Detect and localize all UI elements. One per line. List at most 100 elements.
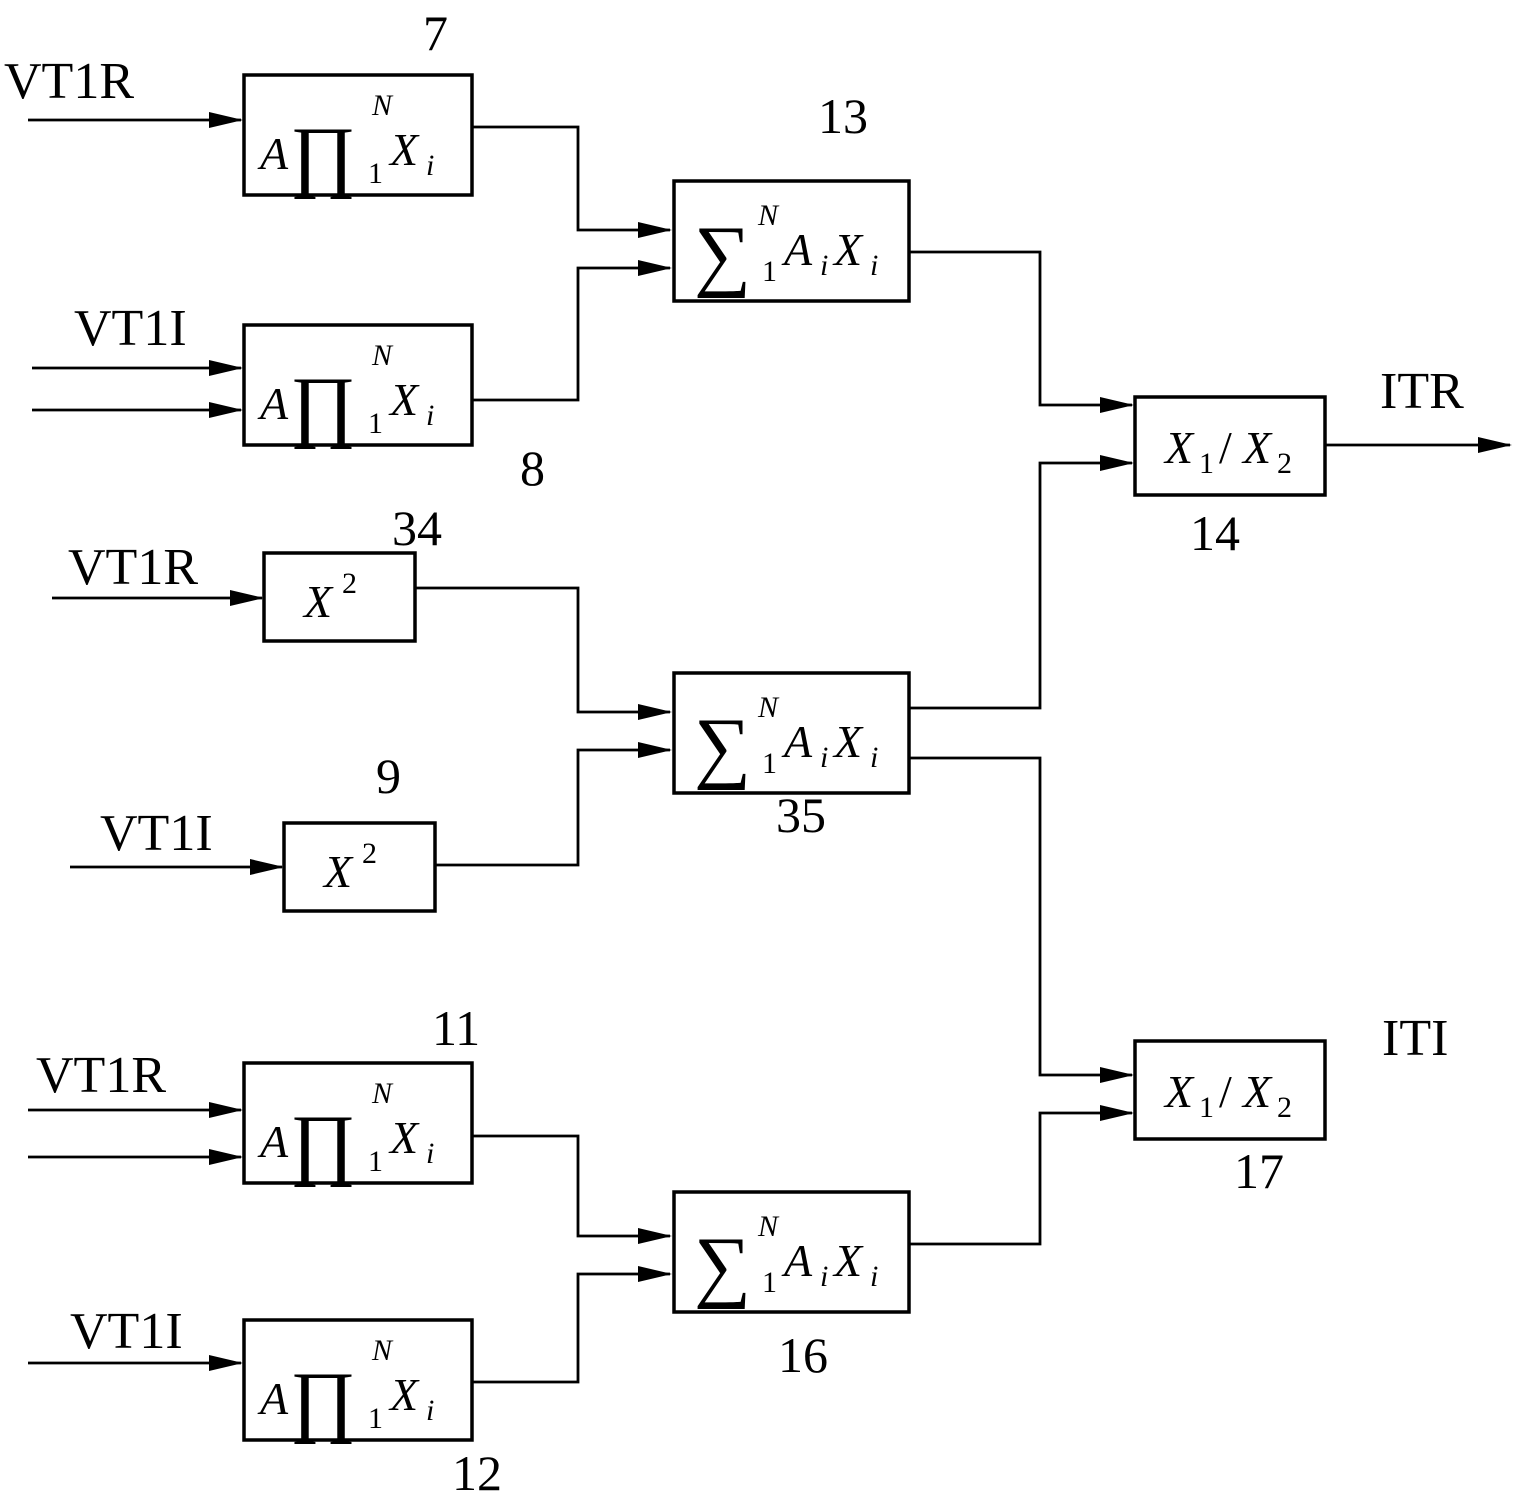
product-block-8 xyxy=(242,323,474,447)
block-number-12: 12 xyxy=(452,1445,502,1501)
svg-text:∏: ∏ xyxy=(290,362,356,450)
wire-12-to-16 xyxy=(472,1266,672,1384)
sum-formula-35: ∑ N 1 A i X i xyxy=(694,691,878,791)
input-label-vt1i-bottom: VT1I xyxy=(70,1303,183,1360)
sum-formula-13: ∑ N 1 A i X i xyxy=(694,199,878,299)
svg-text:i: i xyxy=(870,741,878,774)
svg-text:1: 1 xyxy=(368,1145,383,1178)
input-label-vt1r-top: VT1R xyxy=(4,53,134,110)
svg-text:1: 1 xyxy=(762,1266,777,1299)
product-formula-12: A ∏ N 1 X i xyxy=(257,1334,434,1445)
square-formula-9: X 2 xyxy=(322,837,377,897)
svg-text:2: 2 xyxy=(362,837,377,870)
sum-block-13 xyxy=(672,179,911,303)
sum-block-16 xyxy=(672,1190,911,1314)
svg-text:i: i xyxy=(426,149,434,182)
svg-text:N: N xyxy=(371,1334,394,1367)
product-formula-7: A ∏ N 1 X i xyxy=(257,89,434,200)
product-block-11 xyxy=(242,1061,474,1185)
divide-formula-17: X 1 / X 2 xyxy=(1163,1066,1292,1124)
svg-text:1: 1 xyxy=(1199,1091,1214,1124)
svg-text:∑: ∑ xyxy=(694,1222,751,1310)
svg-text:2: 2 xyxy=(342,567,357,600)
block-number-9: 9 xyxy=(376,748,401,804)
product-formula-11: A ∏ N 1 X i xyxy=(257,1077,434,1188)
square-formula-34: X 2 xyxy=(302,567,357,627)
svg-text:N: N xyxy=(757,199,780,232)
wire-9-to-35 xyxy=(435,742,672,867)
svg-text:A: A xyxy=(257,128,289,179)
svg-text:1: 1 xyxy=(762,255,777,288)
wire-13-to-14 xyxy=(909,250,1134,413)
svg-text:N: N xyxy=(757,691,780,724)
svg-text:X: X xyxy=(832,224,864,275)
svg-text:2: 2 xyxy=(1277,447,1292,480)
svg-text:X: X xyxy=(302,576,334,627)
wire-8-to-13 xyxy=(472,260,672,402)
svg-text:A: A xyxy=(257,378,289,429)
svg-text:1: 1 xyxy=(368,407,383,440)
svg-text:/: / xyxy=(1219,422,1232,473)
wires xyxy=(28,112,1512,1384)
svg-text:A: A xyxy=(257,1116,289,1167)
svg-text:2: 2 xyxy=(1277,1091,1292,1124)
svg-text:X: X xyxy=(832,716,864,767)
svg-text:A: A xyxy=(781,716,813,767)
svg-text:∑: ∑ xyxy=(694,703,751,791)
block-number-13: 13 xyxy=(818,88,868,144)
svg-text:i: i xyxy=(426,1137,434,1170)
svg-text:X: X xyxy=(1163,1066,1195,1117)
svg-text:1: 1 xyxy=(1199,447,1214,480)
square-block-34 xyxy=(262,551,417,643)
svg-text:∏: ∏ xyxy=(290,1357,356,1445)
block-number-7: 7 xyxy=(423,5,448,61)
divide-block-17 xyxy=(1133,1039,1327,1141)
product-block-7 xyxy=(242,73,474,197)
input-label-vt1i-mid: VT1I xyxy=(100,805,213,862)
divide-formula-14: X 1 / X 2 xyxy=(1163,422,1292,480)
divide-block-14 xyxy=(1133,395,1327,497)
sum-formula-16: ∑ N 1 A i X i xyxy=(694,1210,878,1310)
svg-text:i: i xyxy=(820,1260,828,1293)
svg-text:X: X xyxy=(388,124,420,175)
sum-block-35 xyxy=(672,671,911,795)
svg-text:i: i xyxy=(426,399,434,432)
svg-text:X: X xyxy=(322,846,354,897)
block-number-16: 16 xyxy=(778,1327,828,1383)
svg-text:X: X xyxy=(1241,1066,1273,1117)
svg-text:1: 1 xyxy=(762,747,777,780)
svg-text:X: X xyxy=(1241,422,1273,473)
svg-text:/: / xyxy=(1219,1066,1232,1117)
wire-34-to-35 xyxy=(415,586,672,720)
wire-35-to-17 xyxy=(909,756,1134,1083)
svg-text:X: X xyxy=(1163,422,1195,473)
svg-text:N: N xyxy=(371,89,394,122)
output-label-itr: ITR xyxy=(1380,363,1464,420)
svg-text:∏: ∏ xyxy=(290,1100,356,1188)
svg-text:i: i xyxy=(870,1260,878,1293)
svg-text:1: 1 xyxy=(368,1402,383,1435)
wire-7-to-13 xyxy=(472,125,672,238)
product-formula-8: A ∏ N 1 X i xyxy=(257,339,434,450)
svg-text:1: 1 xyxy=(368,157,383,190)
block-number-14: 14 xyxy=(1190,505,1240,561)
svg-text:N: N xyxy=(757,1210,780,1243)
svg-text:X: X xyxy=(388,1112,420,1163)
svg-text:∏: ∏ xyxy=(290,112,356,200)
svg-text:i: i xyxy=(426,1394,434,1427)
svg-text:N: N xyxy=(371,1077,394,1110)
svg-text:X: X xyxy=(388,1369,420,1420)
wire-11-to-16 xyxy=(472,1134,672,1244)
svg-text:i: i xyxy=(820,249,828,282)
svg-text:A: A xyxy=(781,1235,813,1286)
product-block-12 xyxy=(242,1318,474,1442)
block-number-34: 34 xyxy=(392,500,442,556)
wire-16-to-17 xyxy=(909,1105,1134,1246)
block-number-35: 35 xyxy=(776,787,826,843)
svg-text:A: A xyxy=(257,1373,289,1424)
svg-text:i: i xyxy=(820,741,828,774)
input-label-vt1i-top: VT1I xyxy=(74,300,187,357)
input-label-vt1r-mid: VT1R xyxy=(68,539,198,596)
block-number-8: 8 xyxy=(520,440,545,496)
